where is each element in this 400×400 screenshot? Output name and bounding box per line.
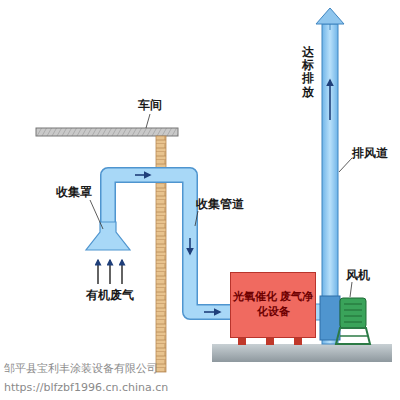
- stack-cap: [316, 8, 344, 24]
- stack-cap-rod: [330, 24, 331, 30]
- ground-base: [212, 344, 392, 362]
- purifier-box: 光氧催化 废气净化设备: [230, 272, 316, 338]
- flow-arrow: [189, 238, 191, 254]
- collection-hood: [86, 222, 130, 250]
- part-label: 收集罩: [56, 185, 92, 199]
- leader-line: [339, 158, 352, 172]
- gas-arrow: [109, 260, 110, 284]
- flow-arrow: [204, 311, 220, 313]
- part-label: 排风道: [352, 146, 388, 160]
- equipment-foot: [238, 338, 246, 345]
- fan-stand: [336, 328, 370, 344]
- ceiling-slab: [36, 128, 178, 136]
- area-label: 车间: [138, 98, 162, 112]
- leader-line: [195, 211, 198, 226]
- gas-arrow: [97, 260, 98, 284]
- fan-housing: [320, 296, 340, 340]
- part-label: 风机: [346, 268, 370, 282]
- equipment-foot: [294, 338, 302, 345]
- fan-motor: [340, 298, 366, 328]
- gas-label: 有机废气: [86, 288, 134, 302]
- leader-line: [146, 114, 150, 128]
- equipment-foot: [266, 338, 274, 345]
- part-label: 收集管道: [196, 197, 244, 211]
- box-text: 光氧催化 废气净化设备: [231, 290, 315, 320]
- leader-line: [90, 200, 103, 229]
- vertical-label: 达标排放: [302, 46, 314, 99]
- leader-line: [350, 282, 352, 297]
- watermark: https://blfzbf1996.cn.china.cn: [4, 381, 168, 394]
- flow-arrow: [329, 80, 331, 120]
- watermark: 邹平县宝利丰涂装设备有限公司: [4, 362, 158, 375]
- gas-arrow: [121, 260, 122, 284]
- flow-arrow: [135, 174, 150, 176]
